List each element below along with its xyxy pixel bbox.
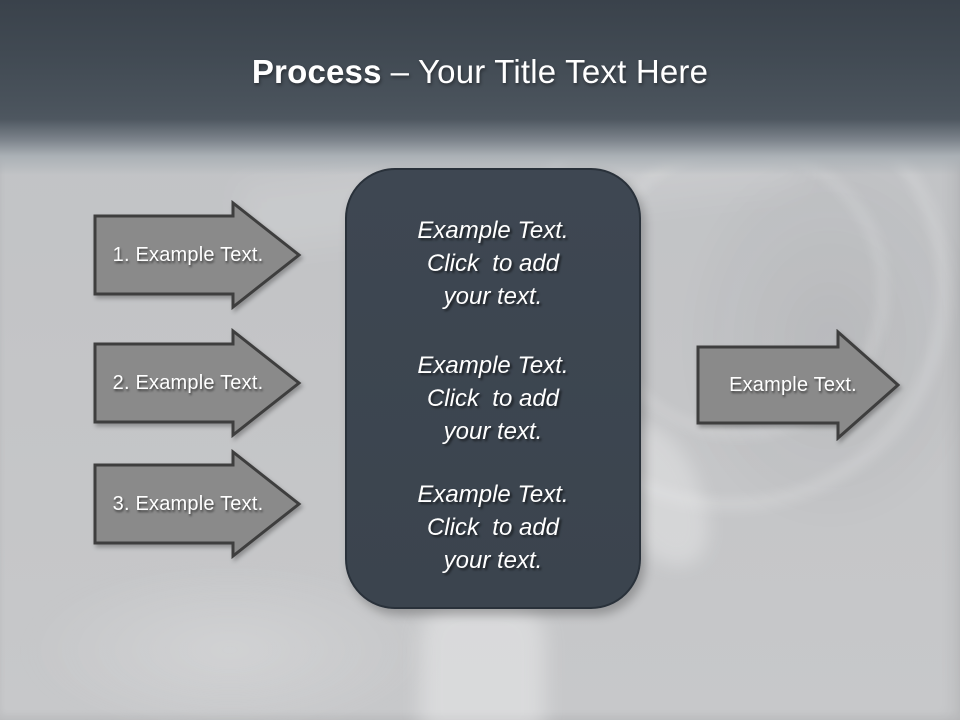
background-ghost-figure (420, 600, 545, 720)
arrow-label: 1. Example Text. (112, 243, 264, 266)
text-line: Click to add (426, 250, 560, 277)
text-line: your text. (443, 283, 543, 310)
right-arrow-shape (93, 200, 302, 310)
center-text-box[interactable]: Example Text. Click to add your text. Ex… (345, 168, 641, 609)
text-line: Click to add (426, 385, 560, 412)
text-line: your text. (443, 418, 543, 445)
example-text-block-2: Example Text. Click to add your text. (347, 349, 639, 448)
example-text-block-3: Example Text. Click to add your text. (347, 478, 639, 577)
arrow-label: Example Text. (729, 373, 857, 396)
text-line: Example Text. (417, 352, 569, 379)
text-line: your text. (443, 547, 543, 574)
slide-title: Process– Your Title Text Here (0, 52, 960, 96)
example-text-block-1: Example Text. Click to add your text. (347, 214, 639, 313)
slide-title-rest: – Your Title Text Here (390, 53, 709, 90)
arrow-label: 2. Example Text. (112, 371, 264, 394)
slide-header (0, 0, 960, 175)
process-step-arrow-2[interactable]: 2. Example Text. (93, 328, 303, 438)
text-line: Click to add (426, 514, 560, 541)
arrow-label: 3. Example Text. (112, 492, 264, 515)
right-arrow-shape (93, 449, 302, 559)
slide-title-bold: Process (251, 53, 382, 90)
right-arrow-shape (696, 329, 901, 441)
right-arrow-shape (93, 328, 302, 438)
process-step-arrow-3[interactable]: 3. Example Text. (93, 449, 303, 559)
result-arrow[interactable]: Example Text. (696, 329, 901, 441)
text-line: Example Text. (417, 481, 569, 508)
process-step-arrow-1[interactable]: 1. Example Text. (93, 200, 303, 310)
text-line: Example Text. (417, 217, 569, 244)
